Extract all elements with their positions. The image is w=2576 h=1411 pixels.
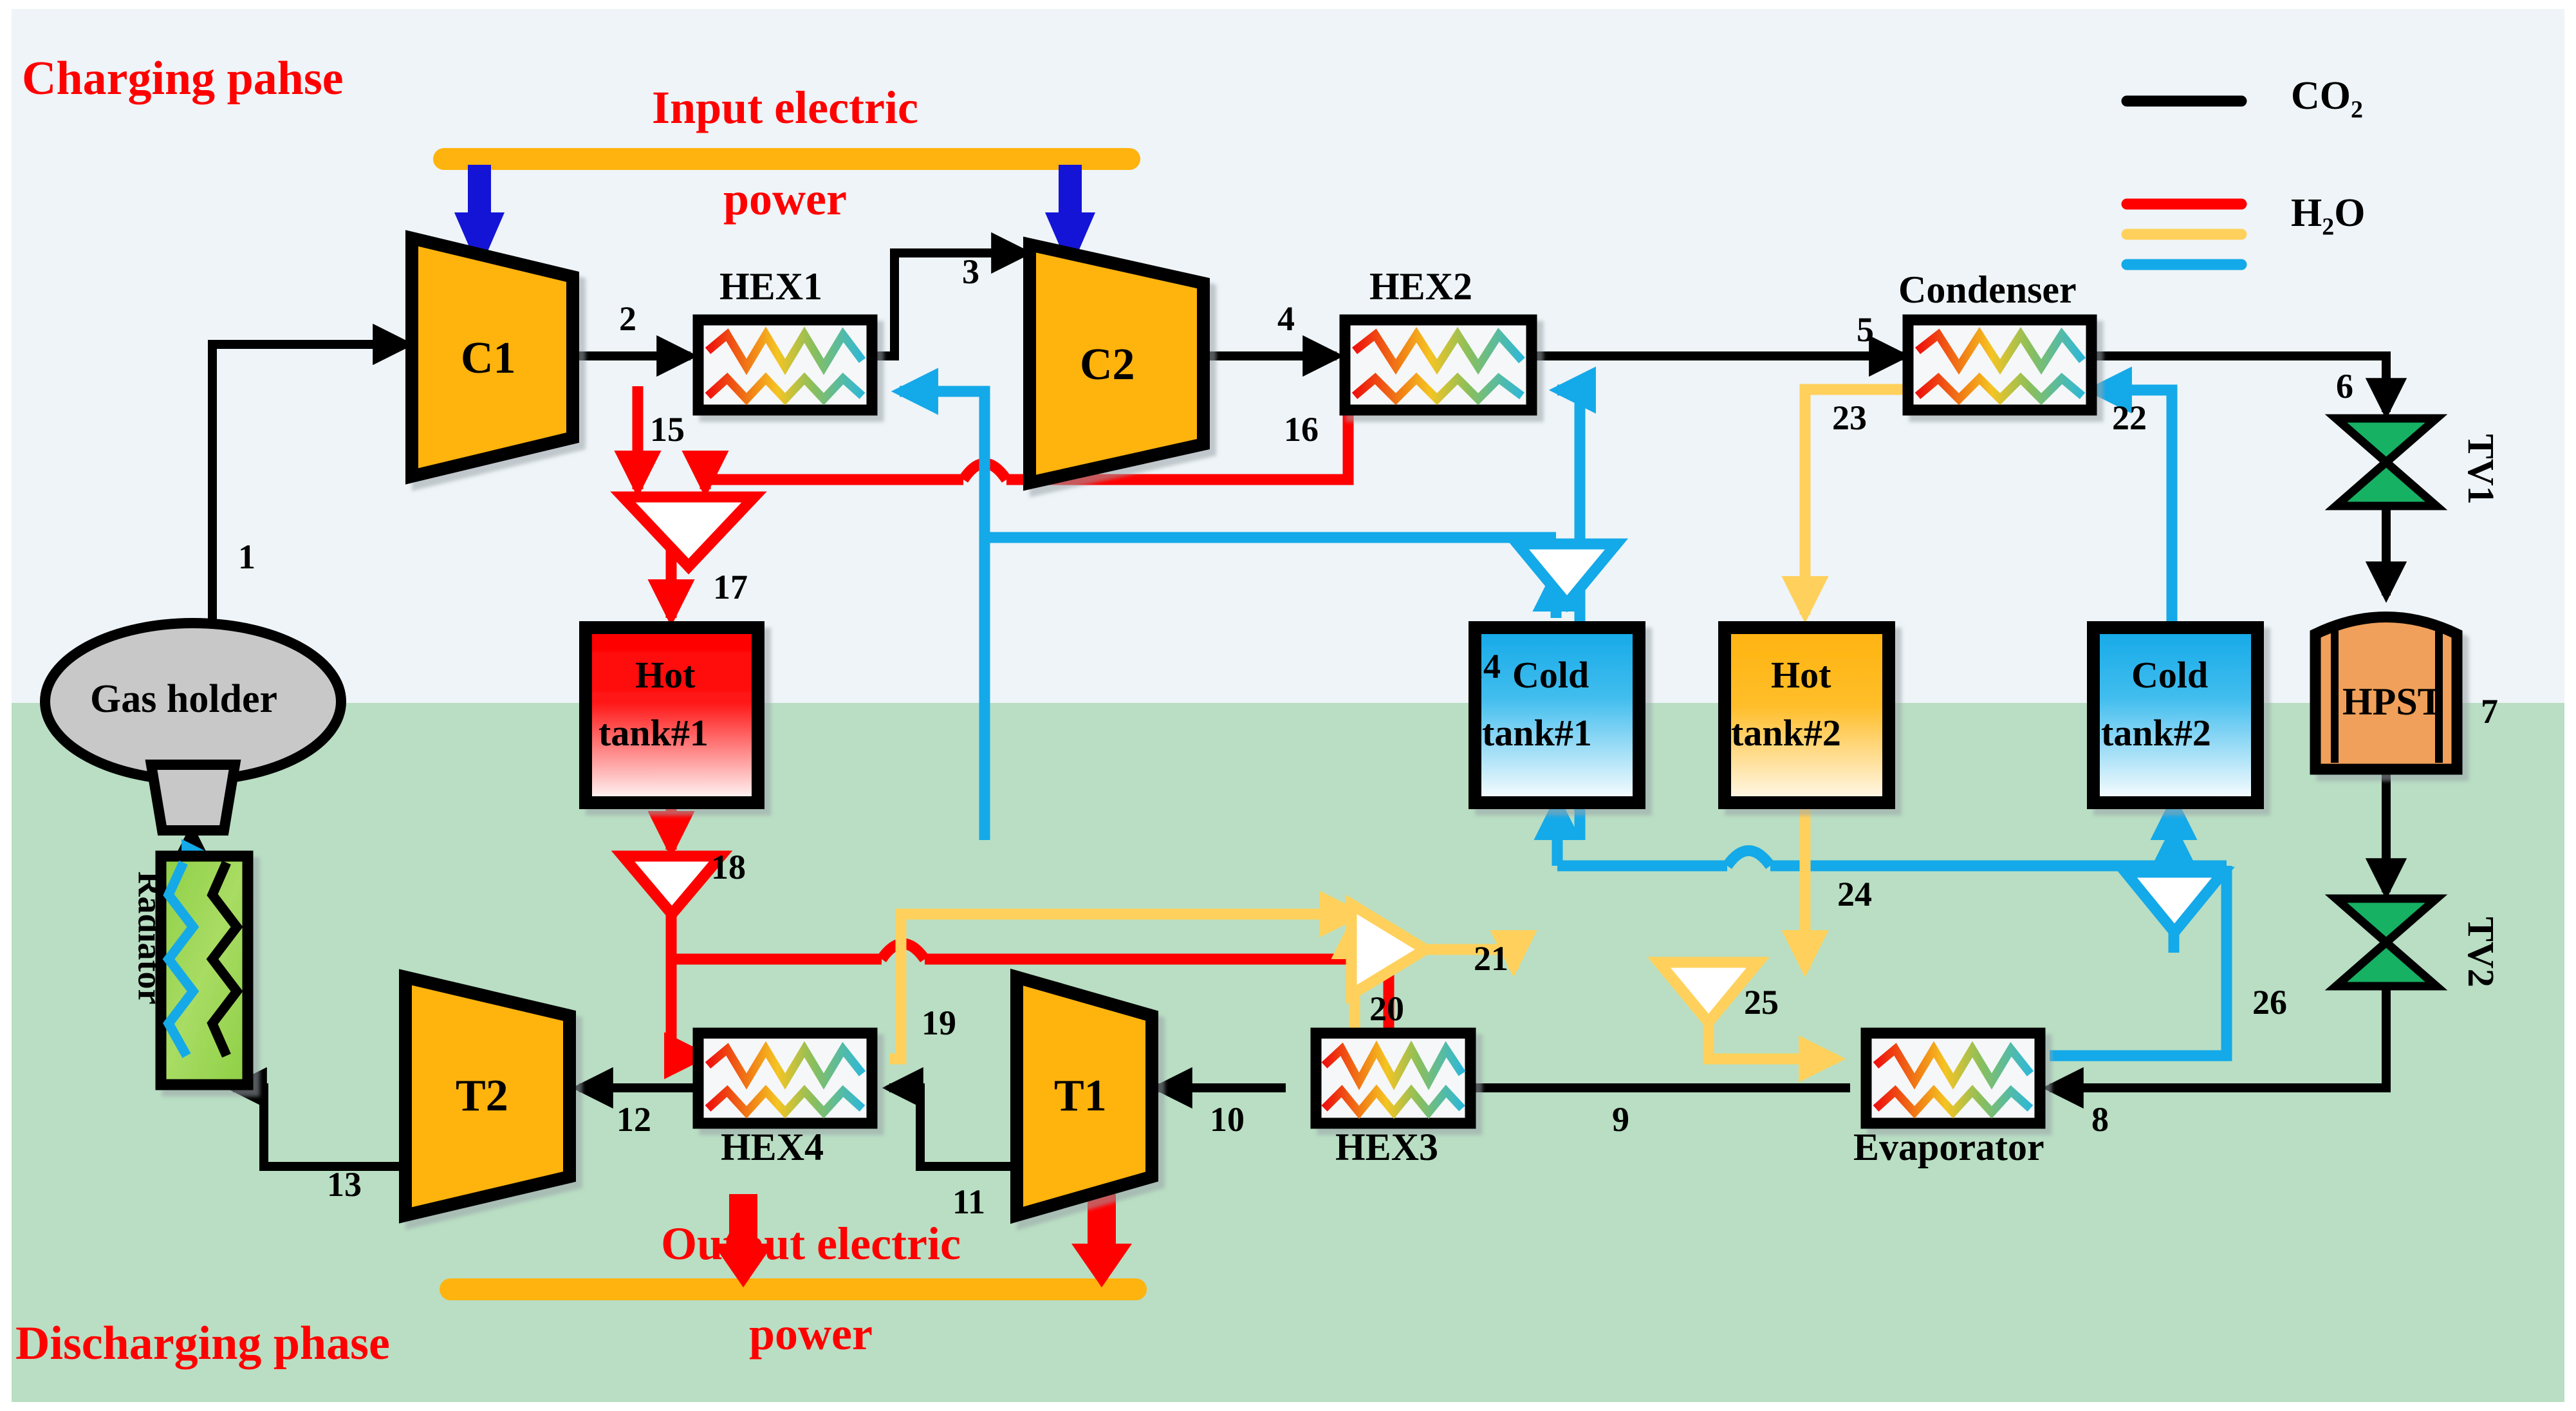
legend	[2121, 95, 2247, 270]
label-cold-tank-1-line1: Cold	[1512, 654, 1589, 696]
stream-label-16: 16	[1284, 410, 1319, 449]
legend-label-co2: CO2	[2291, 76, 2363, 122]
label-c2: C2	[1080, 340, 1135, 389]
output-power-label-line1: Output electric	[661, 1218, 961, 1269]
stream-label-9: 9	[1612, 1100, 1629, 1139]
equipment-hpst[interactable]	[2310, 612, 2463, 775]
stream-label-12: 12	[616, 1100, 651, 1139]
equipment-hot-tank-2[interactable]	[1718, 621, 1895, 809]
stream-label-14: 14	[1466, 647, 1501, 686]
stream-label-4: 4	[1277, 299, 1295, 338]
equipment-hex4[interactable]	[692, 1027, 878, 1129]
stream-label-17: 17	[713, 568, 748, 606]
equipment-hot-tank-1[interactable]	[579, 621, 764, 809]
equipment-t1[interactable]	[1010, 968, 1158, 1224]
splitter-18	[611, 850, 733, 923]
label-hex3: HEX3	[1335, 1126, 1439, 1168]
equipment-hex2[interactable]	[1339, 314, 1537, 416]
equipment-hex1[interactable]	[692, 314, 878, 416]
output-power-label-line2: power	[749, 1308, 873, 1360]
label-t1: T1	[1054, 1071, 1107, 1121]
stream-label-24: 24	[1837, 875, 1872, 913]
label-hex2: HEX2	[1369, 265, 1473, 308]
equipment-evaporator[interactable]	[1860, 1027, 2046, 1129]
input-power-arrow-c2	[1045, 165, 1095, 270]
legend-h2o-text-h: H	[2291, 191, 2322, 235]
stream-label-1: 1	[238, 537, 255, 576]
equipment-c2[interactable]	[1023, 236, 1210, 491]
stream-label-25: 25	[1744, 983, 1779, 1022]
stream-label-26: 26	[2252, 983, 2287, 1022]
equipment-tv1[interactable]	[2324, 414, 2448, 510]
label-hot-tank-2-line2: tank#2	[1731, 712, 1841, 754]
equipment-t2[interactable]	[399, 969, 576, 1224]
stream-label-11: 11	[952, 1182, 986, 1221]
equipment-cold-tank-1[interactable]	[1469, 621, 1645, 809]
equipment-tv2[interactable]	[2324, 894, 2448, 991]
label-tv2: TV2	[2460, 917, 2502, 987]
stream-label-6: 6	[2336, 367, 2353, 406]
stream-label-13: 13	[327, 1165, 362, 1204]
discharging-phase-label: Discharging phase	[15, 1317, 390, 1370]
stream-label-8: 8	[2091, 1100, 2109, 1139]
label-hpst: HPST	[2342, 680, 2443, 723]
label-hex4: HEX4	[721, 1126, 824, 1168]
label-cold-tank-2-line1: Cold	[2131, 654, 2209, 696]
label-gas-holder: Gas holder	[90, 677, 278, 721]
label-cold-tank-1-line2: tank#1	[1482, 712, 1592, 754]
stream-label-21: 21	[1474, 939, 1508, 978]
label-hot-tank-1-line2: tank#1	[598, 712, 709, 754]
label-t2: T2	[456, 1071, 508, 1121]
stream-label-2: 2	[619, 299, 636, 338]
splitter-14	[1505, 538, 1629, 613]
stream-label-5: 5	[1857, 310, 1874, 349]
stream-label-19: 19	[922, 1004, 956, 1042]
input-power-label-line1: Input electric	[652, 82, 918, 133]
stream-label-18: 18	[711, 848, 746, 886]
mixer-25	[1647, 957, 1770, 1031]
stream-label-22: 22	[2112, 398, 2147, 437]
output-power-arrow-t1	[1071, 1194, 1132, 1287]
stream-label-20: 20	[1369, 989, 1404, 1028]
label-c1: C1	[461, 333, 516, 383]
label-hex1: HEX1	[719, 265, 823, 308]
legend-co2-subscript: 2	[2351, 96, 2363, 124]
mixer-17	[610, 491, 767, 575]
input-power-label-line2: power	[723, 173, 847, 225]
stream-label-23: 23	[1832, 398, 1867, 437]
charging-phase-label: Charging pahse	[22, 52, 344, 105]
legend-h2o-subscript: 2	[2322, 213, 2335, 241]
input-power-arrow-c1	[454, 165, 505, 270]
stream-label-3: 3	[962, 252, 979, 291]
label-radiator: Radiator	[131, 871, 170, 1005]
equipment-gas-holder[interactable]	[40, 618, 346, 836]
legend-co2-text: CO	[2291, 74, 2351, 118]
equipment-condenser[interactable]	[1902, 314, 2097, 416]
legend-label-h2o: H2O	[2291, 193, 2365, 239]
output-power-arrow-t2	[713, 1194, 774, 1287]
label-condenser: Condenser	[1898, 268, 2077, 311]
equipment-hex3[interactable]	[1310, 1027, 1476, 1129]
label-tv1: TV1	[2460, 434, 2502, 505]
stream-label-7: 7	[2481, 692, 2498, 731]
equipment-radiator[interactable]	[155, 850, 254, 1090]
equipment-cold-tank-2[interactable]	[2087, 621, 2264, 809]
stream-label-10: 10	[1210, 1100, 1245, 1139]
splitter-26	[2114, 866, 2235, 941]
mixer-21	[1346, 894, 1436, 1005]
label-cold-tank-2-line2: tank#2	[2101, 712, 2211, 754]
equipment-c1[interactable]	[405, 230, 579, 485]
label-hot-tank-2-line1: Hot	[1771, 654, 1831, 696]
label-hot-tank-1-line1: Hot	[635, 654, 696, 696]
stream-label-15: 15	[650, 410, 685, 449]
legend-h2o-text-o: O	[2334, 191, 2366, 235]
label-evaporator: Evaporator	[1853, 1126, 2044, 1168]
